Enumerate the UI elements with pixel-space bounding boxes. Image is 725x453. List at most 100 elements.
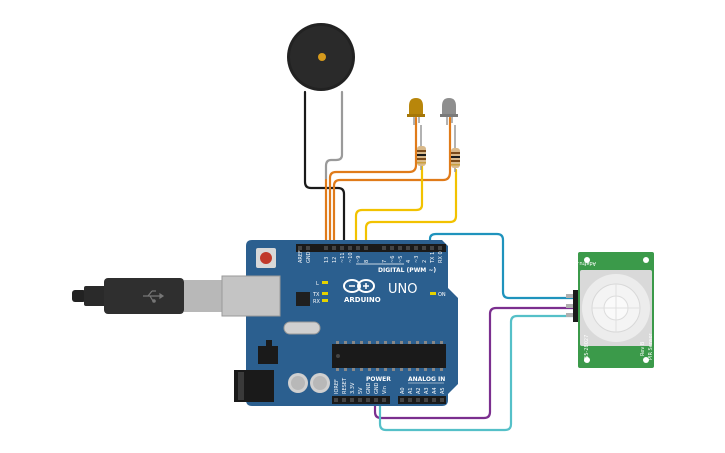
top-pin-label: 4 bbox=[406, 260, 412, 263]
reset-button[interactable] bbox=[256, 248, 276, 268]
header-pin[interactable] bbox=[424, 398, 428, 402]
buzzer-center-dot bbox=[318, 53, 326, 61]
top-pin-label: 12 bbox=[332, 257, 338, 263]
header-pin[interactable] bbox=[440, 398, 444, 402]
power-pin-label: RESET bbox=[342, 377, 348, 394]
header-pin[interactable] bbox=[390, 246, 394, 250]
wire-buzzer-signal[interactable] bbox=[324, 90, 344, 182]
piezo-buzzer[interactable] bbox=[287, 23, 355, 91]
wire-orange-3[interactable] bbox=[332, 116, 452, 252]
header-pin[interactable] bbox=[416, 398, 420, 402]
usb-cable[interactable] bbox=[72, 278, 244, 314]
header-pin[interactable] bbox=[348, 246, 352, 250]
top-pin-label: GND bbox=[306, 251, 312, 263]
power-pin-label: GND bbox=[366, 382, 372, 394]
digital-label: DIGITAL (PWM ~) bbox=[378, 267, 436, 274]
wire-buzzer-gnd[interactable] bbox=[303, 90, 346, 252]
top-pin-label: ~3 bbox=[414, 256, 420, 263]
wire-yellow-1[interactable] bbox=[354, 164, 424, 252]
pir-sensor[interactable]: Adafru..t PIR Sensor Rev B 555-28027 bbox=[566, 252, 654, 368]
top-pin-label: ~9 bbox=[356, 256, 362, 263]
power-pin-label: IOREF bbox=[334, 379, 340, 394]
analog-pin-label: A0 bbox=[400, 387, 406, 394]
onboard-leds: L TX RX ON bbox=[312, 281, 446, 305]
header-pin[interactable] bbox=[324, 246, 328, 250]
analog-pin-label: A2 bbox=[416, 387, 422, 394]
model-label: UNO bbox=[388, 282, 417, 297]
top-pin-label: TX 1 bbox=[430, 252, 436, 264]
digital-header[interactable] bbox=[296, 244, 446, 252]
header-pin[interactable] bbox=[438, 246, 442, 250]
power-pin-label: 5V bbox=[358, 387, 364, 394]
pir-title: PIR Sensor bbox=[648, 332, 654, 360]
wire-cyan[interactable] bbox=[378, 314, 578, 432]
svg-text:RX: RX bbox=[313, 299, 320, 305]
on-label: ON bbox=[438, 292, 446, 298]
brand-label: ARDUINO bbox=[344, 296, 381, 304]
led-orange[interactable] bbox=[407, 98, 425, 125]
resistor-2[interactable] bbox=[451, 125, 460, 172]
wire-blue[interactable] bbox=[428, 232, 578, 300]
pir-rev: Rev B bbox=[640, 341, 646, 356]
capacitors bbox=[288, 373, 330, 393]
header-pin[interactable] bbox=[408, 398, 412, 402]
header-pin[interactable] bbox=[340, 246, 344, 250]
top-pin-label: ~10 bbox=[348, 252, 354, 263]
header-pin[interactable] bbox=[414, 246, 418, 250]
analog-pin-label: A4 bbox=[432, 387, 438, 394]
wire-purple[interactable] bbox=[373, 306, 578, 420]
top-pin-label: ~6 bbox=[390, 256, 396, 263]
wire-orange-2[interactable] bbox=[328, 116, 418, 252]
usb-chip bbox=[296, 292, 310, 306]
resistor-1[interactable] bbox=[417, 125, 426, 170]
wire-yellow-2[interactable] bbox=[364, 168, 458, 252]
arduino-logo bbox=[343, 279, 375, 293]
top-pin-label: ~5 bbox=[398, 256, 404, 263]
header-pin[interactable] bbox=[422, 246, 426, 250]
top-pin-label: 2 bbox=[422, 260, 428, 263]
svg-text:TX: TX bbox=[312, 292, 320, 298]
atmega-chip bbox=[332, 341, 446, 371]
usb-icon bbox=[143, 290, 165, 303]
header-pin[interactable] bbox=[356, 246, 360, 250]
analog-pin-label: A1 bbox=[408, 387, 414, 394]
top-pin-label: AREF bbox=[298, 250, 304, 263]
svg-text:L: L bbox=[316, 281, 319, 287]
led-white[interactable] bbox=[440, 98, 458, 125]
top-pin-label: 8 bbox=[364, 260, 370, 263]
analog-pin-label: A5 bbox=[440, 387, 446, 394]
analog-pin-label: A3 bbox=[424, 387, 430, 394]
header-pin[interactable] bbox=[432, 398, 436, 402]
top-pin-label: 13 bbox=[324, 257, 330, 263]
power-pin-label: GND bbox=[374, 382, 380, 394]
header-pin[interactable] bbox=[430, 246, 434, 250]
header-pin[interactable] bbox=[374, 398, 378, 402]
analog-header[interactable] bbox=[398, 396, 446, 404]
header-pin[interactable] bbox=[364, 246, 368, 250]
header-pin[interactable] bbox=[382, 246, 386, 250]
top-pin-label: 7 bbox=[382, 260, 388, 263]
header-pin[interactable] bbox=[306, 246, 310, 250]
wires bbox=[303, 90, 578, 432]
header-pin[interactable] bbox=[342, 398, 346, 402]
header-pin[interactable] bbox=[334, 398, 338, 402]
power-pin-label: 3.3V bbox=[350, 382, 356, 394]
top-pin-label: ~11 bbox=[340, 252, 346, 263]
header-pin[interactable] bbox=[350, 398, 354, 402]
pir-label-top: Adafru..t bbox=[574, 260, 596, 266]
header-pin[interactable] bbox=[358, 398, 362, 402]
power-pin-label: Vin bbox=[382, 386, 388, 394]
header-pin[interactable] bbox=[400, 398, 404, 402]
header-pin[interactable] bbox=[332, 246, 336, 250]
header-pin[interactable] bbox=[398, 246, 402, 250]
header-pin[interactable] bbox=[406, 246, 410, 250]
header-pin[interactable] bbox=[382, 398, 386, 402]
header-pin[interactable] bbox=[366, 398, 370, 402]
usb-socket bbox=[221, 275, 281, 317]
header-pin[interactable] bbox=[298, 246, 302, 250]
analog-label: ANALOG IN bbox=[408, 376, 445, 383]
